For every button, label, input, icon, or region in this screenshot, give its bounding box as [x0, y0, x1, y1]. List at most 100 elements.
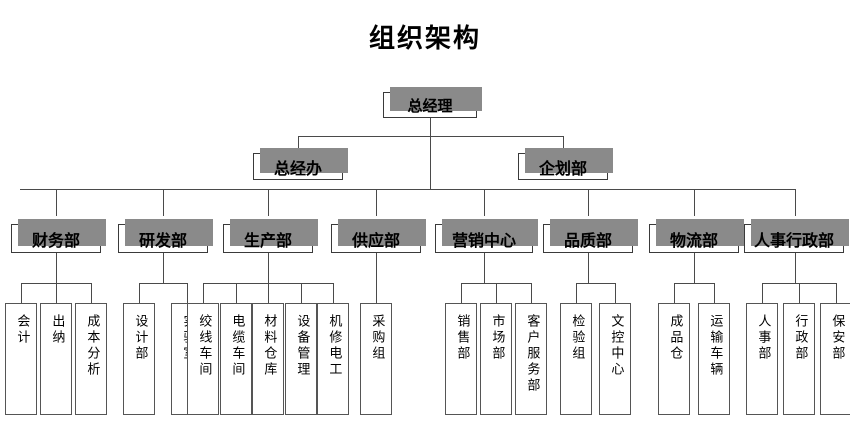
leaf-cost-analysis[interactable]: 成本分析 — [75, 303, 107, 415]
leaf-cashier[interactable]: 出纳 — [40, 303, 72, 415]
leaf-label: 人事部 — [755, 314, 771, 362]
leaf-security-dept[interactable]: 保安部 — [820, 303, 850, 415]
leaf-label: 成本分析 — [84, 314, 100, 378]
connector-leafbus-quality — [576, 283, 615, 284]
box-shadow — [125, 219, 213, 246]
node-supply-dept[interactable]: 供应部 — [331, 219, 426, 253]
leaf-market-dept[interactable]: 市场部 — [480, 303, 512, 415]
connector-drop-admin-dept — [799, 283, 800, 303]
node-label: 总经理 — [407, 96, 453, 115]
connector-drop-lab — [187, 283, 188, 303]
leaf-label: 行政部 — [792, 314, 808, 362]
leaf-finished-goods-warehouse[interactable]: 成品仓 — [658, 303, 690, 415]
connector-leafbus-logistics — [674, 283, 714, 284]
leaf-personnel-dept[interactable]: 人事部 — [746, 303, 778, 415]
connector-stem-marketing — [484, 253, 485, 283]
node-marketing-center[interactable]: 营销中心 — [435, 219, 538, 253]
connector-drop-finished-goods-warehouse — [674, 283, 675, 303]
connector-stem-finance — [56, 253, 57, 283]
node-label: 财务部 — [31, 230, 80, 250]
leaf-doc-control-center[interactable]: 文控中心 — [599, 303, 631, 415]
connector-stem-logistics — [694, 253, 695, 283]
connector-drop-inspection-group — [576, 283, 577, 303]
connector-drop-equipment-mgmt — [301, 283, 302, 303]
connector-drop-stranding-workshop — [203, 283, 204, 303]
connector-drop-accounting — [21, 283, 22, 303]
connector-drop-cashier — [56, 283, 57, 303]
leaf-label: 采购组 — [369, 314, 385, 362]
leaf-sales-dept[interactable]: 销售部 — [445, 303, 477, 415]
connector-drop-sales-dept — [461, 283, 462, 303]
leaf-label: 检验组 — [569, 314, 585, 362]
connector-drop-supply — [376, 189, 377, 216]
connector-drop-planning — [563, 136, 564, 153]
connector-drop-marketing — [484, 189, 485, 216]
connector-drop-hr-admin — [795, 189, 796, 216]
box-shadow — [260, 148, 348, 173]
connector-stem-supply — [376, 253, 377, 303]
leaf-purchasing-group[interactable]: 采购组 — [360, 303, 392, 415]
connector-drop-finance — [56, 189, 57, 216]
node-quality-dept[interactable]: 品质部 — [543, 219, 638, 253]
leaf-label: 文控中心 — [608, 314, 624, 378]
leaf-label: 绞线车间 — [196, 314, 212, 378]
connector-drop-cost-analysis — [91, 283, 92, 303]
connector-drop-cable-workshop — [236, 283, 237, 303]
connector-drop-security-dept — [836, 283, 837, 303]
connector-drop-personnel-dept — [762, 283, 763, 303]
leaf-design-dept[interactable]: 设计部 — [123, 303, 155, 415]
node-production-dept[interactable]: 生产部 — [223, 219, 318, 253]
connector-stem-hr-admin — [795, 253, 796, 283]
leaf-accounting[interactable]: 会计 — [5, 303, 37, 415]
node-label: 品质部 — [563, 230, 612, 250]
leaf-label: 销售部 — [454, 314, 470, 362]
node-planning-dept[interactable]: 企划部 — [518, 148, 613, 180]
node-label: 供应部 — [351, 230, 400, 250]
leaf-admin-dept[interactable]: 行政部 — [783, 303, 815, 415]
leaf-label: 市场部 — [489, 314, 505, 362]
connector-leafbus-rnd — [139, 283, 187, 284]
box-shadow — [338, 219, 426, 246]
box-shadow — [656, 219, 744, 246]
leaf-label: 运输车辆 — [707, 314, 723, 378]
leaf-label: 材料仓库 — [261, 314, 277, 378]
connector-stem-quality — [588, 253, 589, 283]
node-label: 总经办 — [273, 158, 322, 178]
connector-level3-bus — [20, 189, 796, 190]
connector-drop-gm-office — [298, 136, 299, 153]
leaf-stranding-workshop[interactable]: 绞线车间 — [187, 303, 219, 415]
leaf-label: 设备管理 — [294, 314, 310, 378]
leaf-equipment-mgmt[interactable]: 设备管理 — [285, 303, 317, 415]
page-title: 组织架构 — [368, 24, 481, 54]
node-hr-admin-dept[interactable]: 人事行政部 — [744, 219, 849, 253]
box-shadow — [18, 219, 106, 246]
leaf-maintenance-electrician[interactable]: 机修电工 — [317, 303, 349, 415]
connector-drop-design-dept — [139, 283, 140, 303]
node-logistics-dept[interactable]: 物流部 — [649, 219, 744, 253]
box-shadow — [390, 87, 482, 111]
leaf-label: 设计部 — [132, 314, 148, 362]
connector-drop-maintenance-electrician — [333, 283, 334, 303]
node-rnd-dept[interactable]: 研发部 — [118, 219, 213, 253]
leaf-material-warehouse[interactable]: 材料仓库 — [252, 303, 284, 415]
leaf-transport-vehicles[interactable]: 运输车辆 — [698, 303, 730, 415]
box-shadow — [525, 148, 613, 173]
box-shadow — [442, 219, 538, 246]
leaf-label: 成品仓 — [667, 314, 683, 362]
leaf-label: 出纳 — [49, 314, 65, 346]
leaf-customer-service[interactable]: 客户服务部 — [515, 303, 547, 415]
leaf-cable-workshop[interactable]: 电缆车间 — [220, 303, 252, 415]
box-shadow — [751, 219, 849, 246]
leaf-label: 电缆车间 — [229, 314, 245, 378]
leaf-label: 会计 — [14, 314, 30, 346]
node-label: 生产部 — [243, 230, 292, 250]
node-gm-office[interactable]: 总经办 — [253, 148, 348, 180]
leaf-label: 客户服务部 — [524, 314, 540, 394]
node-general-manager[interactable]: 总经理 — [383, 87, 482, 118]
leaf-inspection-group[interactable]: 检验组 — [560, 303, 592, 415]
box-shadow — [230, 219, 318, 246]
connector-drop-market-dept — [496, 283, 497, 303]
node-label: 企划部 — [538, 158, 587, 178]
node-finance-dept[interactable]: 财务部 — [11, 219, 106, 253]
